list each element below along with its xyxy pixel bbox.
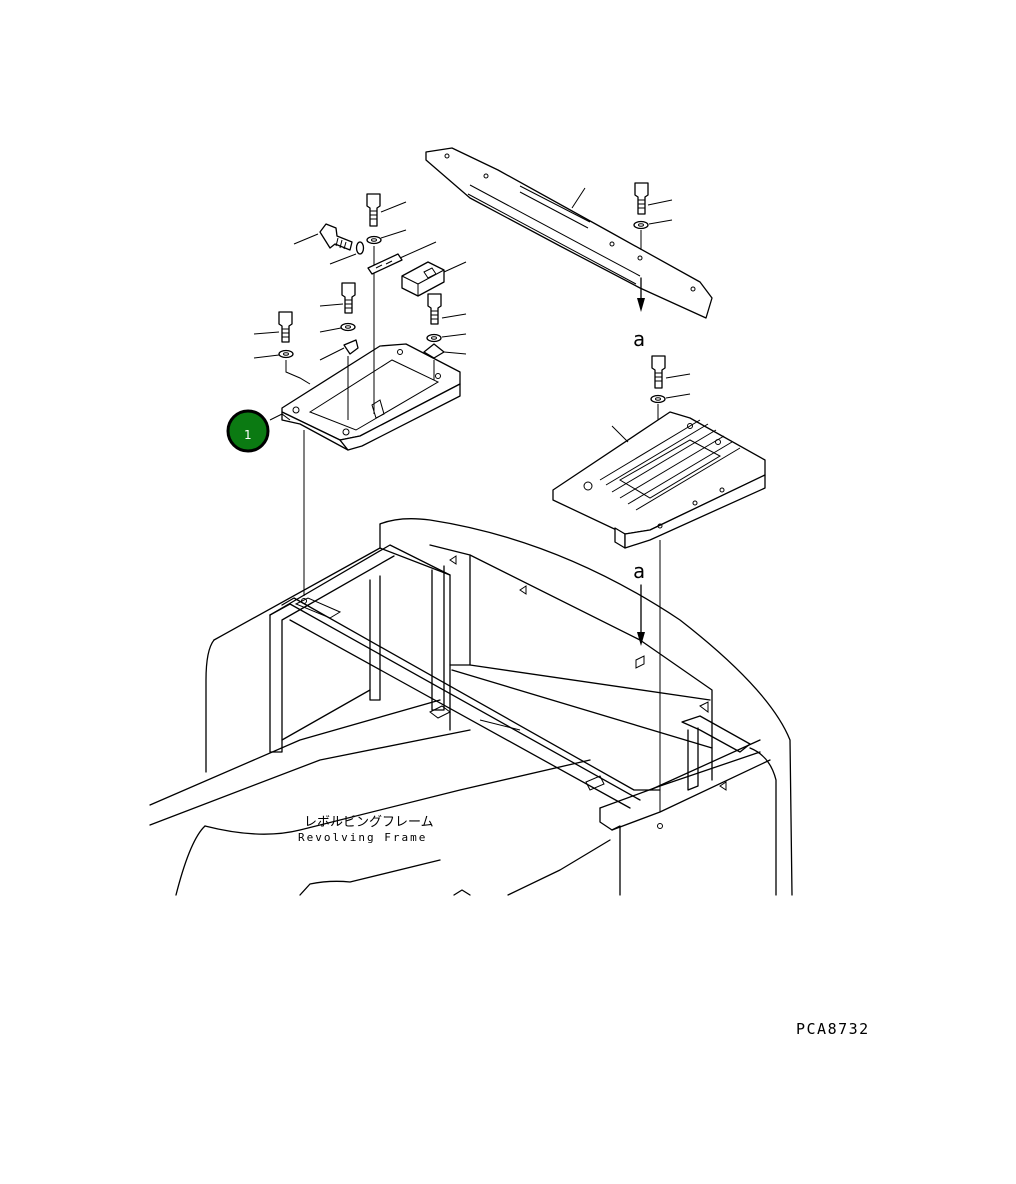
long-bracket [425, 147, 713, 319]
bolt-left-c [423, 293, 467, 380]
clamp-block [401, 261, 467, 297]
drawing-code: PCA8732 [796, 1020, 870, 1038]
bolt-top-right [633, 182, 673, 250]
right-cover-plate [552, 411, 766, 549]
left-mount-bracket [269, 343, 461, 451]
frame-label-japanese: レボルビングフレーム [304, 815, 434, 830]
bolt-left-b [319, 282, 359, 420]
revolving-frame [149, 518, 793, 896]
arrow-a-bottom [637, 584, 645, 646]
bolt-left-a [253, 311, 311, 385]
callout-1-label: 1 [244, 428, 252, 442]
callout-1[interactable]: 1 [226, 409, 270, 453]
frame-label-english: Revolving Frame [298, 831, 427, 844]
ref-label-a-bottom: a [633, 559, 645, 583]
clamp-strip [367, 241, 437, 275]
bolt-upper-vertical [366, 193, 407, 414]
ref-label-a-top: a [633, 327, 645, 351]
bolt-upper-horizontal [293, 223, 365, 265]
arrow-a-top [637, 277, 645, 312]
